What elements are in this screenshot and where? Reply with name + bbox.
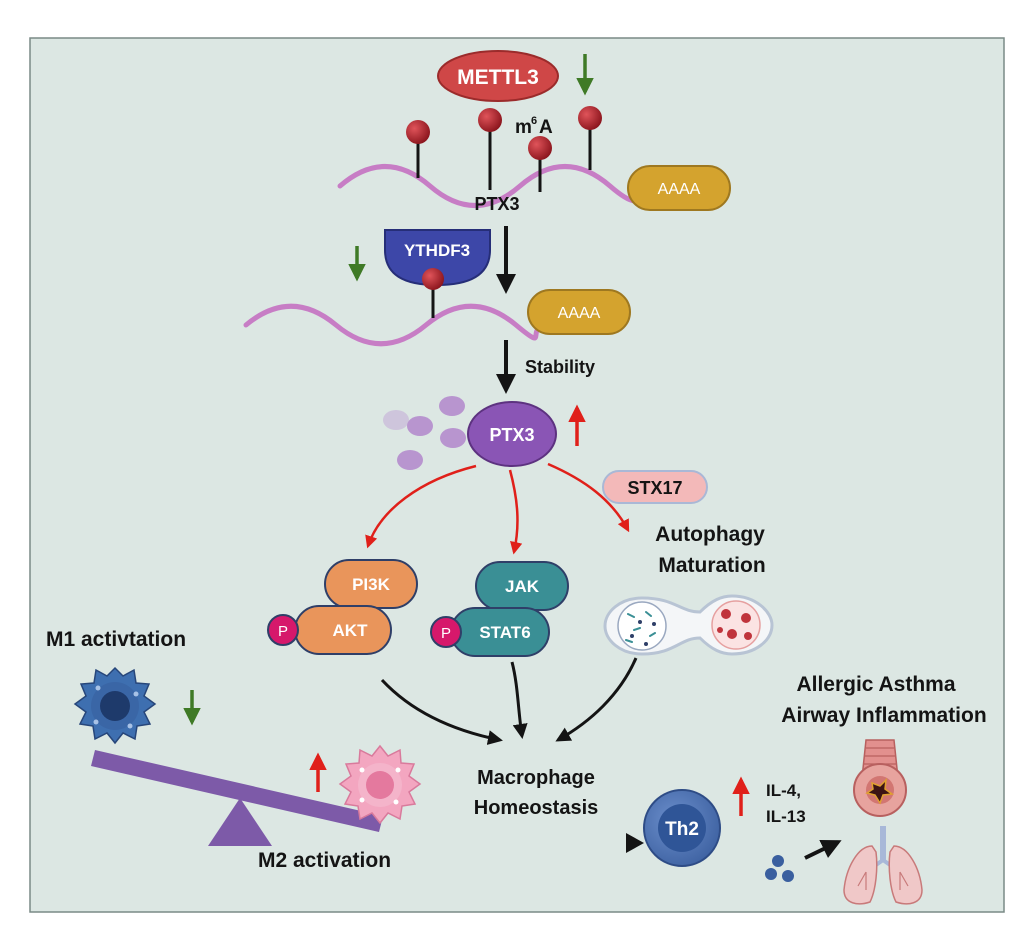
th2-label: Th2 bbox=[665, 819, 699, 840]
akt-box: AKT bbox=[294, 605, 392, 655]
jak-box: JAK bbox=[475, 561, 569, 611]
m2-label: M2 activation bbox=[258, 849, 391, 872]
ptx3-particles bbox=[383, 396, 466, 470]
m6a-marker-5 bbox=[422, 268, 444, 318]
arrow-ptx3-to-jak bbox=[508, 469, 523, 555]
m6a-label: m 6 A bbox=[515, 115, 553, 138]
mettl3-enzyme: METTL3 bbox=[437, 50, 559, 102]
m6a-marker-1 bbox=[406, 120, 430, 178]
homeostasis-label-2: Homeostasis bbox=[474, 797, 599, 819]
m1-label: M1 activtation bbox=[46, 628, 186, 651]
m6a-marker-3 bbox=[528, 136, 552, 192]
ythdf3-label: YTHDF3 bbox=[404, 241, 470, 260]
jak-label: JAK bbox=[505, 577, 540, 596]
stat6-box: STAT6 bbox=[450, 607, 550, 657]
pi3k-box: PI3K bbox=[324, 559, 418, 609]
ptx3-protein-label: PTX3 bbox=[489, 425, 534, 445]
polya-tail-bottom: AAAA bbox=[527, 289, 631, 335]
arrow-ptx3-to-pi3k bbox=[365, 464, 477, 549]
svg-text:AAAA: AAAA bbox=[558, 305, 601, 322]
stability-label: Stability bbox=[525, 357, 595, 377]
autophagy-label-1: Autophagy bbox=[655, 523, 765, 546]
homeostasis-label-1: Macrophage bbox=[477, 767, 595, 789]
lungs-icon bbox=[843, 826, 923, 905]
phospho-stat6: P bbox=[430, 616, 462, 648]
airway-icon bbox=[853, 739, 907, 817]
stat6-label: STAT6 bbox=[479, 623, 530, 642]
svg-text:P: P bbox=[278, 623, 288, 640]
cytokine-particles bbox=[765, 855, 794, 882]
asthma-label-2: Airway Inflammation bbox=[781, 704, 986, 727]
m2-macrophage bbox=[338, 744, 422, 825]
arrow-ptx3-to-autophagy bbox=[547, 462, 630, 533]
polya-tail-top: AAAA bbox=[627, 165, 731, 211]
arrow-to-th2-head bbox=[626, 833, 644, 853]
ptx3-mrna-label: PTX3 bbox=[474, 194, 519, 214]
m6a-marker-4 bbox=[578, 106, 602, 170]
mettl3-label: METTL3 bbox=[457, 66, 539, 89]
arrow-stat6-to-homeostasis bbox=[510, 661, 528, 739]
il-label-1: IL-4, bbox=[766, 781, 801, 800]
m6a-marker-2 bbox=[478, 108, 502, 190]
arrow-akt-to-homeostasis bbox=[380, 678, 503, 745]
arrow-cytokine-to-asthma bbox=[804, 839, 842, 860]
th2-cell: Th2 bbox=[643, 789, 721, 867]
akt-label: AKT bbox=[333, 621, 369, 640]
phospho-akt: P bbox=[267, 614, 299, 646]
ptx3-protein: PTX3 bbox=[467, 401, 557, 467]
background-panel bbox=[29, 37, 1005, 913]
ythdf3-reader: YTHDF3 bbox=[384, 229, 491, 287]
svg-text:m: m bbox=[515, 117, 532, 138]
svg-text:A: A bbox=[539, 117, 553, 138]
stx17-box: STX17 bbox=[602, 470, 708, 504]
arrow-autophagy-to-homeostasis bbox=[555, 657, 638, 742]
pi3k-label: PI3K bbox=[352, 575, 391, 594]
m1-macrophage bbox=[73, 666, 157, 745]
autophagosome-icon bbox=[603, 594, 774, 656]
autophagy-label-2: Maturation bbox=[658, 554, 765, 577]
ptx3-mrna-top bbox=[337, 164, 653, 208]
svg-text:P: P bbox=[441, 625, 451, 642]
svg-text:AAAA: AAAA bbox=[658, 181, 701, 198]
il-label-2: IL-13 bbox=[766, 807, 806, 826]
stx17-label: STX17 bbox=[627, 478, 682, 498]
ptx3-mrna-bottom bbox=[243, 303, 543, 347]
asthma-label-1: Allergic Asthma bbox=[796, 673, 955, 696]
svg-text:6: 6 bbox=[531, 115, 537, 127]
seesaw bbox=[91, 750, 383, 846]
